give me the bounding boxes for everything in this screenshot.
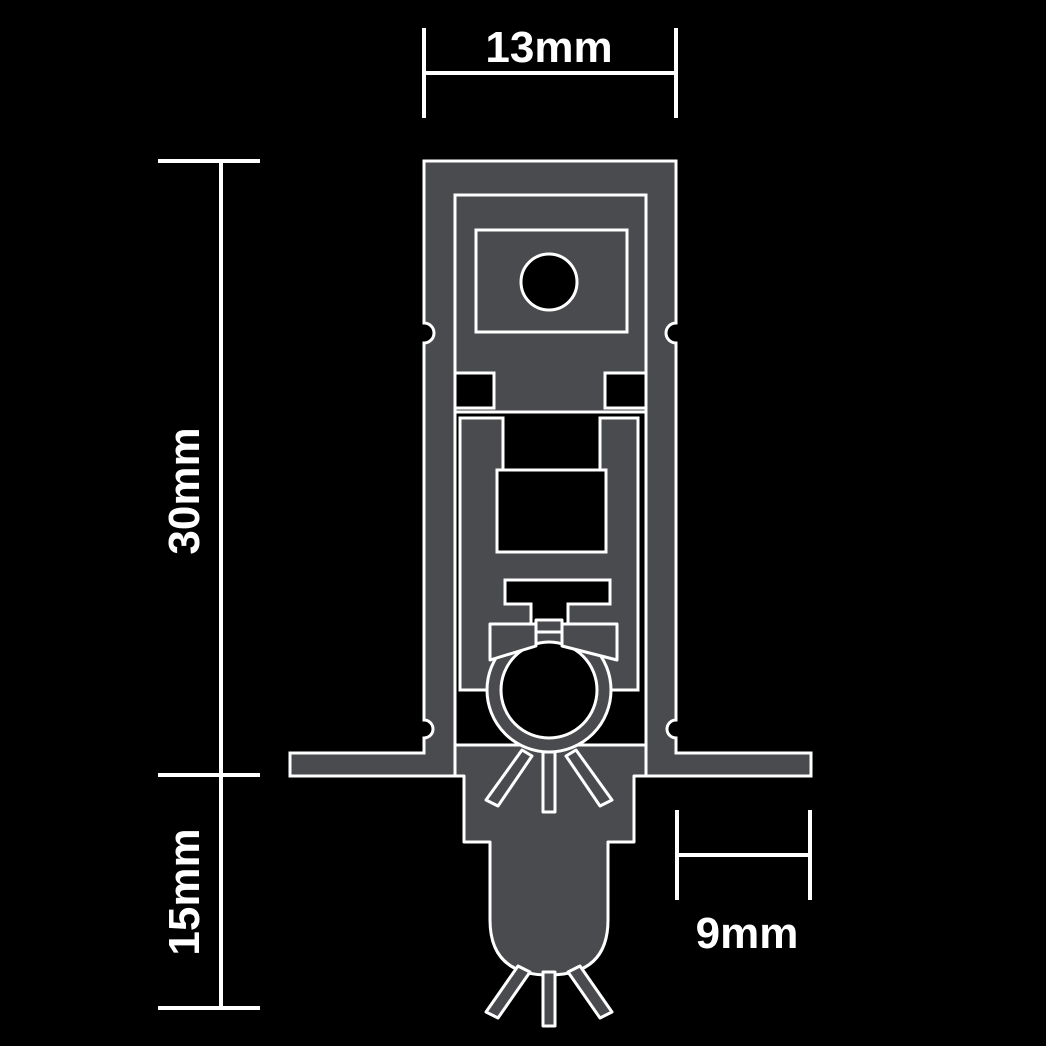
seal-bulb-neck — [534, 618, 564, 634]
spring-pin-icon — [519, 252, 579, 312]
seal-bulb-cavity — [499, 640, 599, 740]
lower-fin-right — [566, 964, 614, 1020]
seal-shoulder-left — [488, 622, 538, 662]
upper-fin-right — [564, 748, 614, 808]
flange-label: 9mm — [696, 909, 799, 958]
upper-fin-left — [484, 748, 534, 808]
total-height-label: 30mm — [160, 427, 209, 554]
flange-dimension: 9mm — [675, 810, 812, 958]
height-dimensions: 30mm 15mm — [158, 159, 260, 1010]
upper-fin-center — [541, 750, 557, 814]
drop-height-label: 15mm — [160, 828, 209, 955]
seal-shoulder-right — [560, 622, 619, 662]
lower-fin-left — [484, 964, 532, 1020]
lower-fin-center — [541, 970, 557, 1028]
width-label: 13mm — [485, 23, 612, 72]
carrier-slot — [495, 468, 608, 554]
width-dimension: 13mm — [422, 23, 678, 118]
